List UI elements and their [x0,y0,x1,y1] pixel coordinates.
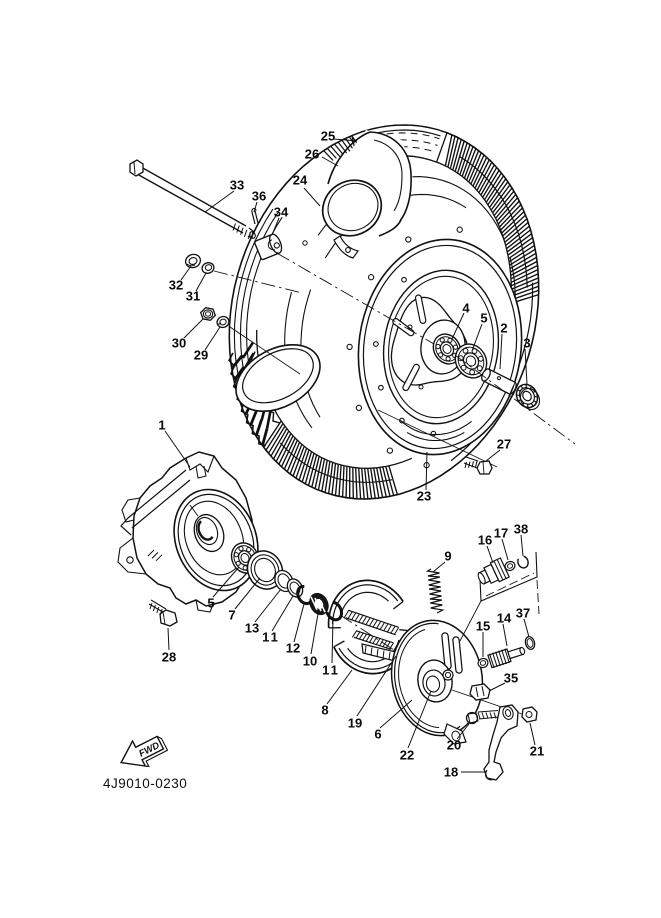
svg-text:26: 26 [305,147,319,162]
svg-text:13: 13 [245,621,259,636]
svg-text:30: 30 [172,336,186,351]
svg-text:18: 18 [444,765,458,780]
svg-text:4: 4 [462,301,470,316]
svg-text:11: 11 [262,630,280,645]
svg-text:10: 10 [303,654,317,669]
svg-text:27: 27 [497,437,511,452]
svg-text:5: 5 [207,596,214,611]
svg-text:3: 3 [523,336,530,351]
svg-text:36: 36 [252,189,266,204]
svg-text:11: 11 [322,663,340,678]
svg-text:9: 9 [444,549,451,564]
svg-text:33: 33 [230,178,244,193]
svg-text:34: 34 [274,205,289,220]
svg-text:5: 5 [480,311,487,326]
svg-text:28: 28 [162,650,176,665]
svg-text:24: 24 [293,173,308,188]
svg-text:6: 6 [374,727,381,742]
svg-text:32: 32 [169,278,183,293]
svg-text:35: 35 [504,671,518,686]
svg-text:29: 29 [194,348,208,363]
svg-text:22: 22 [400,748,414,763]
svg-text:19: 19 [348,716,362,731]
svg-text:16: 16 [478,533,492,548]
svg-text:7: 7 [228,608,235,623]
svg-text:14: 14 [497,611,512,626]
svg-text:12: 12 [286,641,300,656]
svg-text:38: 38 [514,522,528,537]
svg-text:2: 2 [500,321,507,336]
svg-text:4J9010-0230: 4J9010-0230 [103,776,187,791]
svg-text:8: 8 [321,703,328,718]
svg-text:31: 31 [186,289,200,304]
svg-text:23: 23 [417,489,431,504]
svg-text:1: 1 [158,418,165,433]
svg-text:37: 37 [516,606,530,621]
svg-text:25: 25 [321,129,335,144]
svg-text:20: 20 [447,738,461,753]
svg-text:15: 15 [476,619,490,634]
svg-text:17: 17 [494,526,508,541]
svg-text:21: 21 [530,744,544,759]
